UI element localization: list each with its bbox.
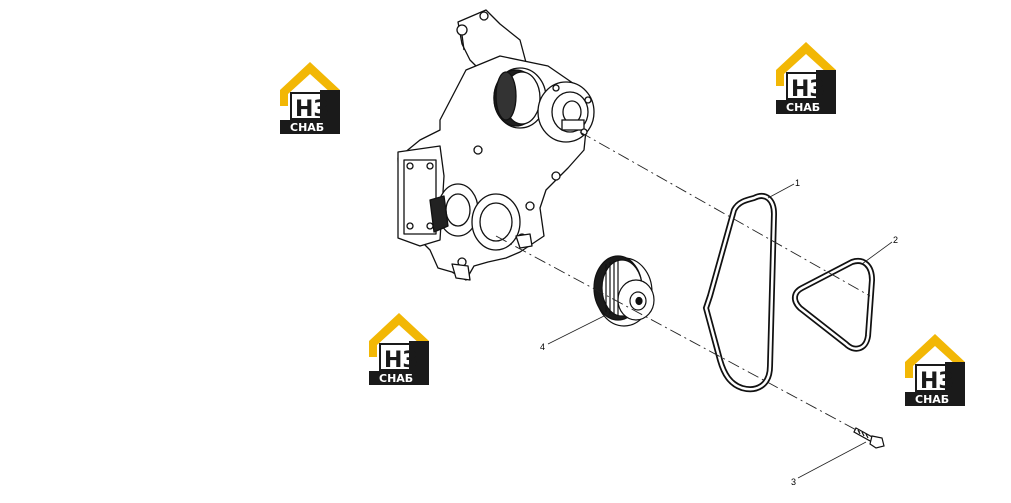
belt-main [702,193,778,393]
idler-pulley [593,255,655,327]
watermark-mark-text: НЗ [384,348,418,373]
compressor-pulley [493,67,595,143]
engine-front-cover [397,9,589,281]
callout-3: 3 [791,477,796,487]
belt-secondary [792,258,876,352]
bolt [853,427,885,449]
callout-4: 4 [540,342,545,352]
watermark-logo: НЗ СНАБ [369,313,429,385]
watermark-word-text: СНАБ [379,372,413,385]
watermark-word-text: СНАБ [786,101,820,114]
leader-lines [547,183,893,479]
watermark-logo: НЗ СНАБ [905,334,965,406]
watermark-word-text: СНАБ [915,393,949,406]
assembly-centerlines [495,131,871,433]
callout-1: 1 [795,178,800,188]
watermark-logo: НЗ СНАБ [776,42,836,114]
callout-2: 2 [893,235,898,245]
watermark-mark-text: НЗ [791,77,825,102]
watermark-word-text: СНАБ [290,121,324,134]
watermark-mark-text: НЗ [295,97,329,122]
watermark-logo: НЗ СНАБ [280,62,340,134]
watermark-mark-text: НЗ [920,369,954,394]
